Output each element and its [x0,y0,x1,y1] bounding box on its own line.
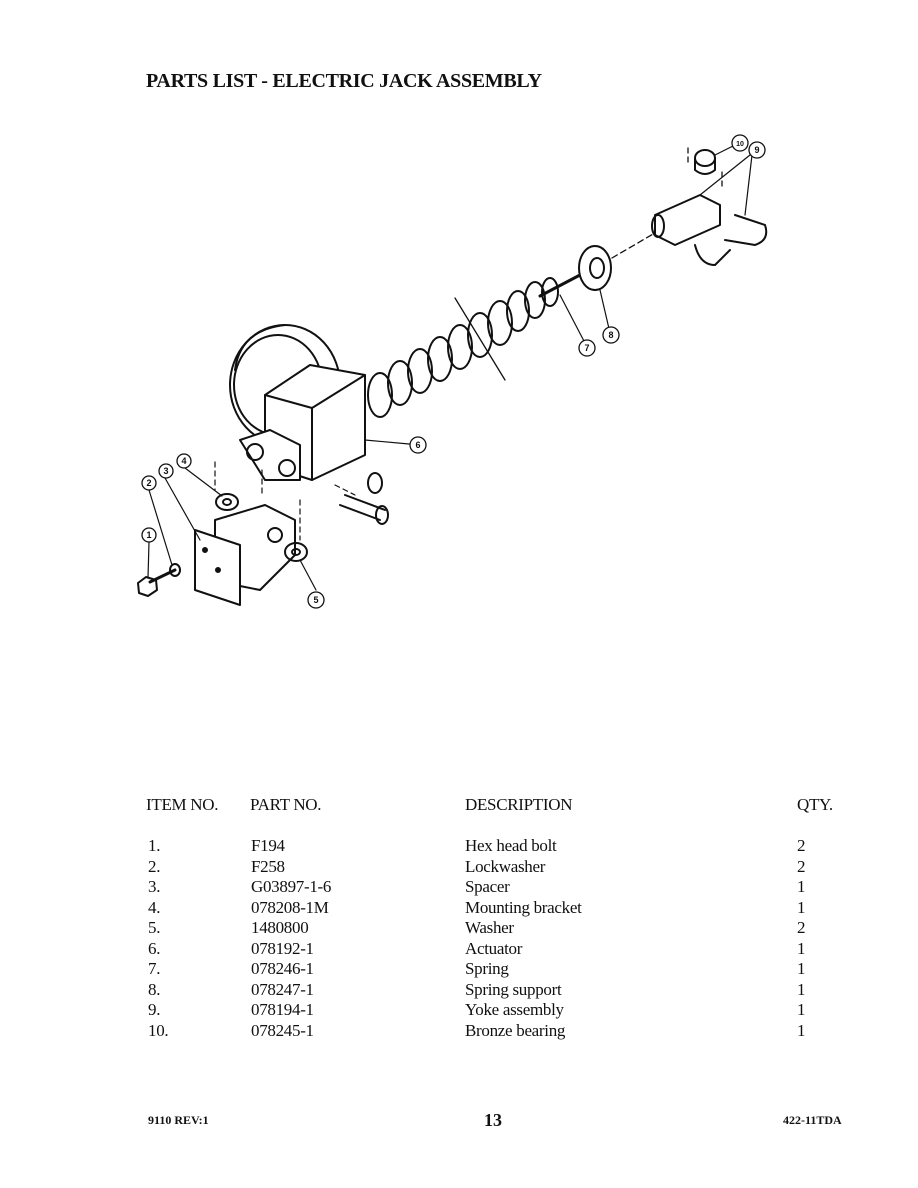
part-quantity: 1 [797,1021,806,1040]
part-number: 078246-1 [251,959,314,978]
callout-4: 4 [176,453,192,469]
callout-2: 2 [141,475,157,491]
item-number: 5. [148,918,161,937]
part-quantity: 2 [797,918,806,937]
svg-text:4: 4 [181,456,186,466]
svg-text:10: 10 [736,141,744,148]
mounting-bracket [194,504,296,606]
item-number: 3. [148,877,161,896]
svg-text:8: 8 [608,330,613,340]
svg-text:7: 7 [584,343,589,353]
page-number: 13 [484,1110,502,1130]
part-description: Washer [465,918,514,937]
part-description: Spring [465,959,509,978]
table-row: 3. G03897-1-6 Spacer 1 [0,877,918,897]
svg-text:1: 1 [146,530,151,540]
part-number: 078192-1 [251,939,314,958]
part-quantity: 1 [797,1000,806,1019]
hex-bolt [137,563,181,597]
spring-coil [367,277,559,418]
callout-1: 1 [141,527,157,543]
table-row: 4. 078208-1M Mounting bracket 1 [0,898,918,918]
part-description: Spring support [465,980,562,999]
part-description: Bronze bearing [465,1021,566,1040]
part-description: Hex head bolt [465,836,557,855]
item-number: 2. [148,857,161,876]
part-quantity: 1 [797,898,806,917]
item-number: 1. [148,836,161,855]
item-number: 6. [148,939,161,958]
callout-7: 7 [578,339,596,357]
part-number: 078247-1 [251,980,314,999]
part-quantity: 1 [797,980,806,999]
part-quantity: 2 [797,836,806,855]
header-item-no: ITEM NO. [146,795,219,814]
item-number: 4. [148,898,161,917]
callout-9: 9 [748,141,766,159]
svg-text:6: 6 [415,440,420,450]
table-row: 9. 078194-1 Yoke assembly 1 [0,1000,918,1020]
svg-text:2: 2 [146,478,151,488]
part-quantity: 1 [797,939,806,958]
table-row: 2. F258 Lockwasher 2 [0,857,918,877]
svg-text:9: 9 [754,145,759,155]
footer-revision: 9110 REV:1 [148,1113,209,1127]
part-number: F258 [251,857,285,876]
item-number: 8. [148,980,161,999]
page-title: PARTS LIST - ELECTRIC JACK ASSEMBLY [146,70,542,92]
table-row: 5. 1480800 Washer 2 [0,918,918,938]
callout-8: 8 [602,326,620,344]
spring-support [578,245,612,291]
part-quantity: 1 [797,959,806,978]
table-row: 1. F194 Hex head bolt 2 [0,836,918,856]
actuator-gearbox [239,364,366,481]
pivot-pin [339,472,389,525]
part-quantity: 1 [797,877,806,896]
yoke-assembly [651,194,768,266]
part-number: 078194-1 [251,1000,314,1019]
part-number: G03897-1-6 [251,877,332,896]
callout-6: 6 [409,436,427,454]
part-quantity: 2 [797,857,806,876]
item-number: 10. [148,1021,169,1040]
part-description: Mounting bracket [465,898,582,917]
header-part-no: PART NO. [250,795,322,814]
item-number: 7. [148,959,161,978]
part-number: 078208-1M [251,898,329,917]
exploded-view-diagram: 1 2 3 4 5 6 7 8 9 10 [137,134,768,609]
bronze-bearing [694,149,716,175]
part-description: Spacer [465,877,510,896]
svg-text:5: 5 [313,595,318,605]
header-description: DESCRIPTION [465,795,573,814]
part-number: 078245-1 [251,1021,314,1040]
part-description: Yoke assembly [465,1000,564,1019]
callout-5: 5 [307,591,325,609]
item-number: 9. [148,1000,161,1019]
table-row: 10. 078245-1 Bronze bearing 1 [0,1021,918,1041]
footer-document-code: 422-11TDA [783,1113,842,1127]
part-description: Lockwasher [465,857,546,876]
header-qty: QTY. [797,795,833,814]
callout-10: 10 [731,134,749,152]
table-row: 7. 078246-1 Spring 1 [0,959,918,979]
table-row: 8. 078247-1 Spring support 1 [0,980,918,1000]
table-row: 6. 078192-1 Actuator 1 [0,939,918,959]
part-description: Actuator [465,939,523,958]
callout-3: 3 [158,463,174,479]
part-number: 1480800 [251,918,309,937]
svg-text:3: 3 [163,466,168,476]
part-number: F194 [251,836,285,855]
